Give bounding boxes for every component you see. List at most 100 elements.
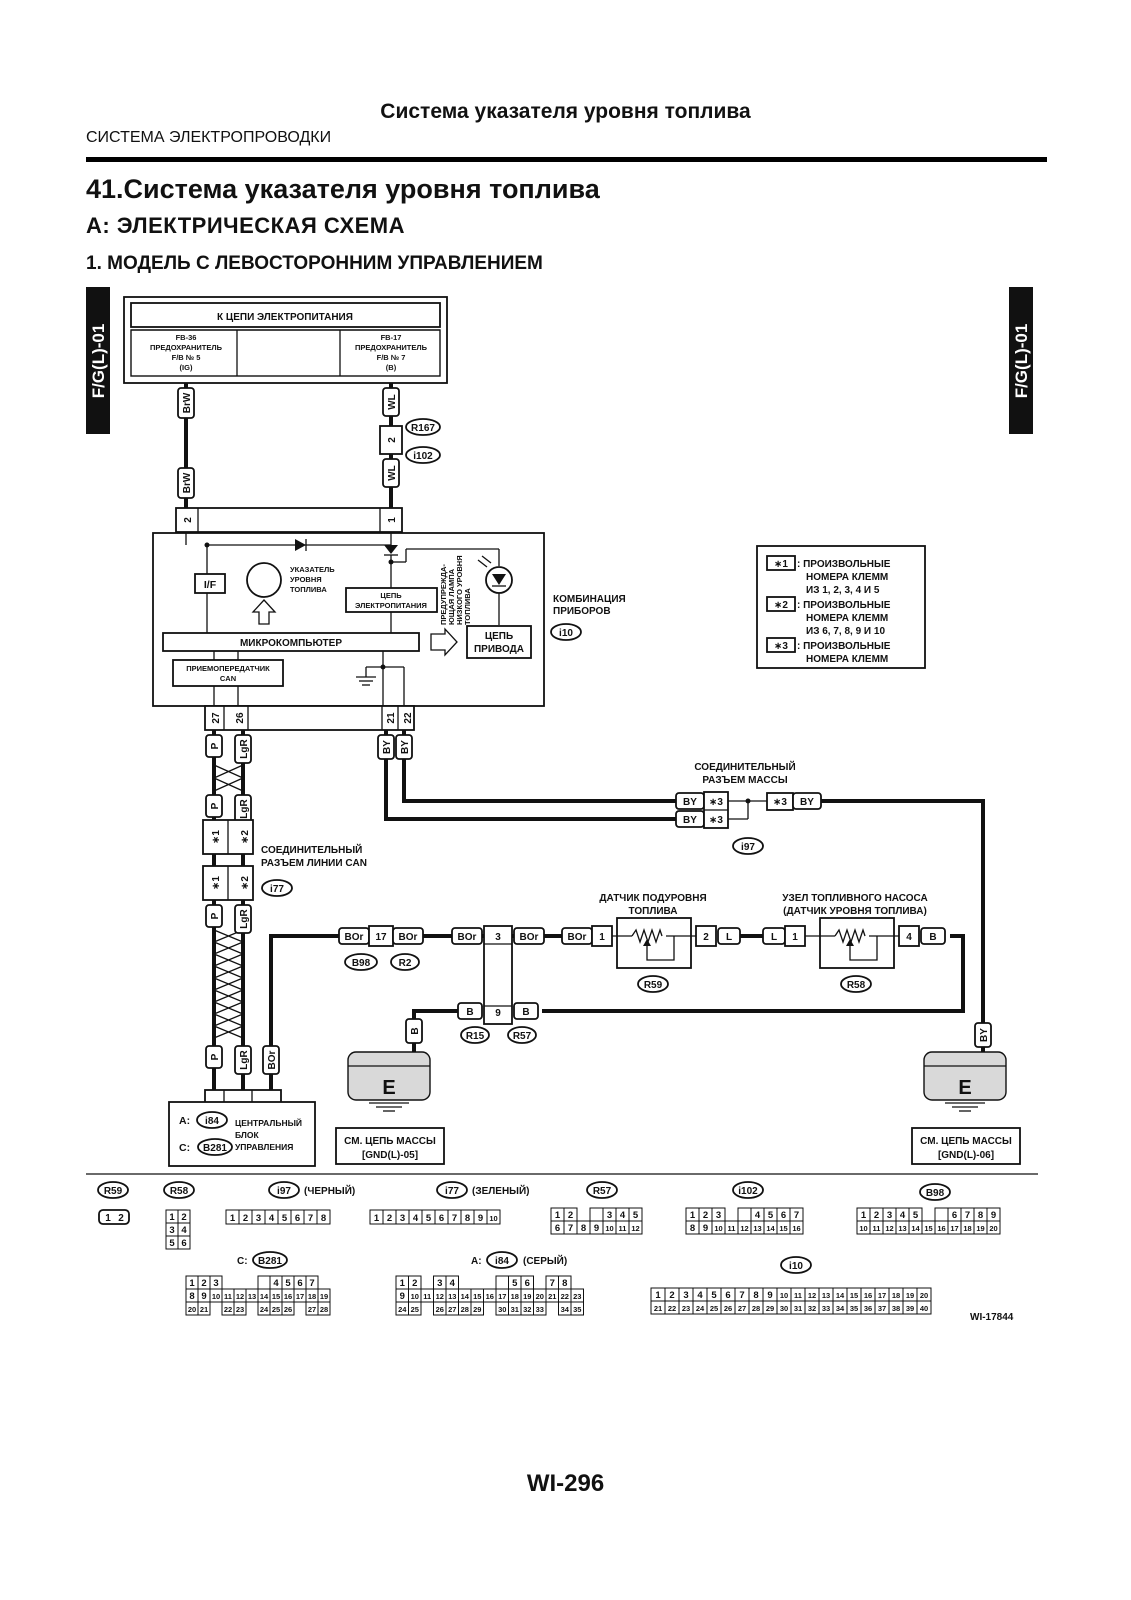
svg-text:КОМБИНАЦИЯ: КОМБИНАЦИЯ	[553, 594, 626, 605]
pin-cell	[408, 1301, 422, 1316]
pin-number: 10	[605, 1224, 613, 1233]
pin-number: 16	[486, 1292, 494, 1301]
pin-number: 2	[412, 1278, 417, 1289]
pin-number: 5	[169, 1238, 175, 1249]
svg-text:BY: BY	[800, 797, 814, 808]
svg-text:BY: BY	[979, 1028, 990, 1042]
svg-text:LgR: LgR	[239, 799, 250, 819]
pin-number: 7	[794, 1210, 799, 1221]
svg-text:i102: i102	[738, 1186, 758, 1197]
pin-number: 2	[874, 1210, 879, 1221]
legend: ∗1 : ПРОИЗВОЛЬНЫЕ НОМЕРА КЛЕММ ИЗ 1, 2, …	[756, 545, 926, 669]
pin-number: 36	[864, 1304, 872, 1313]
svg-text:R57: R57	[593, 1186, 612, 1197]
svg-text:L: L	[771, 932, 777, 943]
svg-text:УКАЗАТЕЛЬ: УКАЗАТЕЛЬ	[290, 565, 335, 574]
pin-number: 5	[913, 1210, 919, 1221]
svg-text:WL: WL	[387, 465, 398, 481]
pin-number: 8	[753, 1290, 758, 1301]
power-supply-box: К ЦЕПИ ЭЛЕКТРОПИТАНИЯ FB-36 ПРЕДОХРАНИТЕ…	[123, 296, 448, 384]
svg-text:i10: i10	[559, 628, 573, 639]
pin-number: 24	[260, 1305, 269, 1314]
pin-number: 26	[284, 1305, 292, 1314]
pin-number: 18	[511, 1292, 519, 1301]
pin-number: 21	[200, 1305, 208, 1314]
pin-number: 21	[654, 1304, 662, 1313]
pin-number: 5	[768, 1210, 774, 1221]
svg-text:УЗЕЛ ТОПЛИВНОГО НАСОСА: УЗЕЛ ТОПЛИВНОГО НАСОСА	[782, 893, 927, 904]
pin-number: 2	[387, 1213, 392, 1224]
pin-cell	[533, 1301, 547, 1316]
svg-text:F/G(L)-01: F/G(L)-01	[1012, 324, 1031, 399]
svg-text:[GND(L)-05]: [GND(L)-05]	[362, 1150, 418, 1161]
pin-cell	[470, 1301, 484, 1316]
svg-text:К ЦЕПИ ЭЛЕКТРОПИТАНИЯ: К ЦЕПИ ЭЛЕКТРОПИТАНИЯ	[217, 312, 353, 323]
pin-number: 8	[465, 1213, 470, 1224]
pin-number: 3	[683, 1290, 688, 1301]
pin-cell	[197, 1301, 211, 1316]
pin-number: 28	[461, 1305, 469, 1314]
pin-number: 6	[295, 1213, 300, 1224]
svg-text:R167: R167	[411, 423, 435, 434]
pin-number: 35	[573, 1305, 581, 1314]
svg-text:ДАТЧИК ПОДУРОВНЯ: ДАТЧИК ПОДУРОВНЯ	[599, 893, 706, 904]
pin-number: 10	[212, 1292, 220, 1301]
svg-text:9: 9	[495, 1008, 501, 1019]
pin-number: 31	[511, 1305, 519, 1314]
pin-number: 20	[536, 1292, 544, 1301]
svg-text:2: 2	[183, 517, 194, 523]
pin-number: 25	[710, 1304, 718, 1313]
wire-label-brw-top: BrW	[177, 387, 195, 419]
pin-number: 23	[236, 1305, 244, 1314]
pin-number: 5	[426, 1213, 432, 1224]
pin-number: 9	[478, 1213, 483, 1224]
wire-labels-b: B B B	[405, 1002, 539, 1044]
pin-number: 20	[989, 1224, 997, 1233]
connector-r167-i102: 2 R167 i102	[379, 418, 441, 464]
pin-cell	[486, 1209, 501, 1225]
pin-number: 4	[620, 1210, 626, 1221]
svg-text:ПРЕДОХРАНИТЕЛЬ: ПРЕДОХРАНИТЕЛЬ	[150, 343, 223, 352]
pin-number: 23	[573, 1292, 581, 1301]
pin-cell	[589, 1207, 604, 1222]
svg-text:1: 1	[387, 517, 398, 523]
pin-cell	[789, 1220, 804, 1235]
svg-text:BY: BY	[382, 740, 393, 754]
svg-text:E: E	[382, 1077, 395, 1099]
svg-text:(ЧЕРНЫЙ): (ЧЕРНЫЙ)	[304, 1184, 355, 1197]
pin-number: 2	[703, 1210, 708, 1221]
svg-text:BY: BY	[683, 797, 697, 808]
svg-text:P: P	[210, 742, 221, 749]
svg-text:i10: i10	[789, 1261, 803, 1272]
svg-text:R58: R58	[170, 1186, 189, 1197]
pin-number: 4	[273, 1278, 279, 1289]
svg-text:∗3: ∗3	[774, 641, 788, 652]
pin-number: 11	[794, 1291, 802, 1300]
pin-number: 7	[309, 1278, 314, 1289]
svg-text:ПРИБОРОВ: ПРИБОРОВ	[553, 606, 611, 617]
wire-label-bor-c7: BOr	[262, 1045, 280, 1075]
pin-number: 6	[555, 1223, 560, 1234]
pin-number: 17	[950, 1224, 958, 1233]
pin-number: 2	[669, 1290, 674, 1301]
page-title: 41.Система указателя уровня топлива	[86, 174, 600, 204]
header-rule	[86, 157, 1047, 162]
pin-number: 8	[562, 1278, 567, 1289]
svg-text:LgR: LgR	[239, 739, 250, 759]
svg-text:C:: C:	[237, 1256, 248, 1267]
svg-text:B281: B281	[203, 1143, 227, 1154]
pin-number: 12	[631, 1224, 639, 1233]
svg-text:i97: i97	[741, 842, 755, 853]
svg-text:(IG): (IG)	[180, 363, 193, 372]
svg-text:∗3: ∗3	[773, 797, 787, 808]
pin-cell	[934, 1207, 949, 1222]
svg-text:ПРЕДУПРЕЖДА-: ПРЕДУПРЕЖДА-	[439, 564, 448, 625]
svg-text:НОМЕРА КЛЕММ: НОМЕРА КЛЕММ	[806, 613, 888, 624]
pin-number: 38	[892, 1304, 900, 1313]
svg-text:∗2: ∗2	[240, 876, 251, 890]
svg-text:26: 26	[235, 712, 246, 724]
subsection-heading: 1. МОДЕЛЬ С ЛЕВОСТОРОННИМ УПРАВЛЕНИЕМ	[86, 253, 543, 274]
svg-text:BrW: BrW	[182, 472, 193, 493]
pin-number: 31	[794, 1304, 802, 1313]
pin-number: 29	[766, 1304, 774, 1313]
